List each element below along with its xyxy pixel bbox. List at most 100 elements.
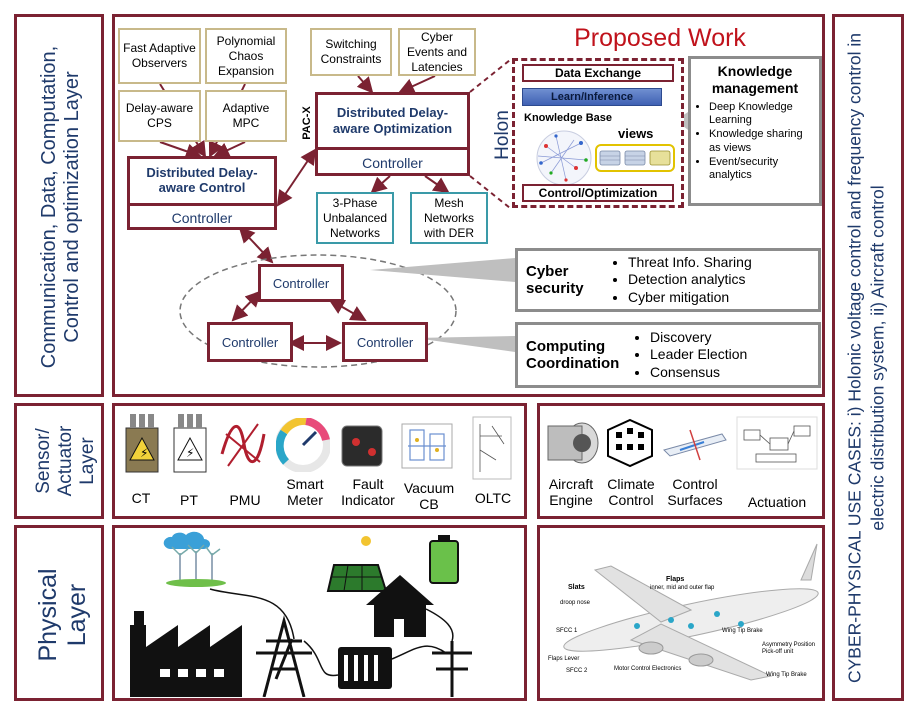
knowledge-item: Knowledge sharing as views — [709, 128, 813, 156]
slats-label: Slats — [568, 584, 585, 591]
fault-indicator-label: Fault Indicator — [341, 476, 395, 509]
views-label: views — [618, 126, 654, 141]
distributed-control-block: Distributed Delay-aware Control Controll… — [127, 156, 277, 230]
physical-grid-illustration — [130, 531, 472, 697]
distributed-control-controller: Controller — [130, 203, 274, 230]
battery-icon — [429, 535, 459, 584]
distributed-control-title: Distributed Delay-aware Control — [146, 165, 258, 195]
sfcc2-label: SFCC 2 — [566, 668, 588, 674]
cluster-controller-right: Controller — [342, 322, 428, 362]
oltc-label: OLTC — [474, 490, 512, 506]
flaps-lever-label: Flaps Lever — [548, 656, 580, 662]
oltc-icon — [472, 416, 512, 480]
knowledge-graph-image — [536, 130, 592, 186]
cyber-security-panel: Cyber security Threat Info. Sharing Dete… — [515, 248, 821, 312]
smart-meter-label: Smart Meter — [286, 476, 324, 509]
proposed-work-title: Proposed Work — [574, 24, 746, 52]
cyber-security-list: Threat Info. Sharing Detection analytics… — [600, 254, 752, 307]
computing-coordination-title: Computing Coordination — [526, 337, 620, 372]
pmu-phasor-icon — [220, 423, 266, 467]
cyber-security-item: Cyber mitigation — [628, 289, 752, 307]
learn-inference-bar: Learn/Inference — [522, 88, 662, 106]
flaps-label: Flaps — [666, 576, 685, 583]
use-case-frame — [832, 14, 904, 701]
polynomial-chaos-box: Polynomial Chaos Expansion — [205, 28, 287, 84]
cyber-security-item: Detection analytics — [628, 271, 752, 289]
distributed-opt-controller: Controller — [318, 147, 467, 176]
climate-control-icon — [607, 418, 653, 468]
knowledge-item: Deep Knowledge Learning — [709, 101, 813, 129]
pmu-label: PMU — [229, 492, 261, 508]
computing-list: Discovery Leader Election Consensus — [626, 329, 747, 382]
three-phase-network-box: 3-Phase Unbalanced Networks — [316, 192, 394, 244]
climate-control-label: Climate Control — [607, 476, 655, 509]
wind-turbine-icon — [163, 531, 226, 587]
solar-panel-icon — [326, 536, 388, 592]
droop-label: droop nose — [560, 600, 591, 606]
comm-layer-panel — [112, 14, 825, 397]
physical-layer-label: Physical Layer — [34, 568, 91, 662]
sensor-layer-label-frame — [14, 403, 104, 519]
wing-tip-brake-label-2: Wing Tip Brake — [766, 672, 807, 678]
comm-layer-label: Communication, Data, Computation, Contro… — [38, 45, 83, 369]
svg-text:⚡: ⚡ — [140, 446, 148, 460]
use-cases-label: CYBER-PHYSICAL USE CASES: i) Holonic vol… — [844, 32, 888, 684]
ct-label: CT — [131, 490, 151, 506]
ct-transformer-icon: ⚡ — [125, 414, 159, 473]
cluster-controller-top: Controller — [258, 264, 344, 302]
vacuum-cb-label: Vacuum CB — [403, 480, 455, 513]
wing-tip-brake-label-1: Wing Tip Brake — [722, 628, 763, 634]
flaps-sub-label: inner, mid and outer flap — [650, 585, 715, 591]
airplane-icon — [563, 543, 819, 681]
control-optimization-box: Control/Optimization — [522, 184, 674, 202]
cyber-events-box: Cyber Events and Latencies — [398, 28, 476, 76]
fault-indicator-icon — [341, 425, 383, 467]
knowledge-item: Event/security analytics — [709, 156, 813, 184]
asymmetry-label: Asymmetry Position Pick-off unit — [762, 642, 816, 655]
actuation-label: Actuation — [747, 494, 807, 510]
physical-panel-aircraft — [537, 525, 825, 701]
aircraft-engine-icon — [547, 422, 599, 464]
factory-icon — [130, 611, 242, 697]
aircraft-engine-label: Aircraft Engine — [548, 476, 594, 509]
sensor-panel-aircraft — [537, 403, 825, 519]
mesh-network-box: Mesh Networks with DER — [410, 192, 488, 244]
physical-panel-grid — [112, 525, 527, 701]
aircraft-illustration — [563, 543, 819, 681]
sensor-layer-label: Sensor/ Actuator Layer — [33, 425, 98, 497]
vacuum-cb-icon — [401, 423, 453, 469]
knowledge-base-label: Knowledge Base — [524, 112, 613, 124]
control-surfaces-icon — [663, 429, 727, 461]
actuation-icon — [736, 416, 818, 470]
sfcc1-label: SFCC 1 — [556, 628, 578, 634]
distributed-opt-block: Distributed Delay-aware Optimization Con… — [315, 92, 470, 176]
physical-layer-label-frame — [14, 525, 104, 701]
holon-label: Holon — [492, 110, 513, 160]
pac-x-label: PAC-X — [301, 106, 313, 140]
transmission-tower-icon — [256, 615, 312, 697]
delay-aware-cps-box: Delay-aware CPS — [118, 90, 201, 142]
computing-item: Discovery — [650, 329, 747, 347]
cyber-security-title: Cyber security — [526, 262, 584, 297]
knowledge-list: Deep Knowledge Learning Knowledge sharin… — [697, 101, 813, 184]
sensor-panel-grid — [112, 403, 527, 519]
cluster-controller-left: Controller — [207, 322, 293, 362]
knowledge-management-panel: Knowledge management Deep Knowledge Lear… — [688, 56, 822, 206]
pt-transformer-icon: ⚡ — [173, 414, 207, 473]
knowledge-management-title: Knowledge management — [711, 63, 799, 96]
control-surfaces-label: Control Surfaces — [667, 476, 723, 509]
cyber-security-item: Threat Info. Sharing — [628, 254, 752, 272]
distribution-pole-icon — [432, 641, 472, 697]
house-icon — [366, 575, 434, 637]
pt-label: PT — [180, 492, 198, 508]
distributed-opt-title: Distributed Delay-aware Optimization — [332, 105, 453, 136]
data-exchange-box: Data Exchange — [522, 64, 674, 82]
computing-item: Leader Election — [650, 346, 747, 364]
transformer-icon — [338, 647, 392, 689]
computing-item: Consensus — [650, 364, 747, 382]
adaptive-mpc-box: Adaptive MPC — [205, 90, 287, 142]
switching-constraints-box: Switching Constraints — [310, 28, 392, 76]
fast-adaptive-observers-box: Fast Adaptive Observers — [118, 28, 201, 84]
motor-control-label: Motor Control Electronics — [614, 666, 682, 672]
computing-coordination-panel: Computing Coordination Discovery Leader … — [515, 322, 821, 388]
